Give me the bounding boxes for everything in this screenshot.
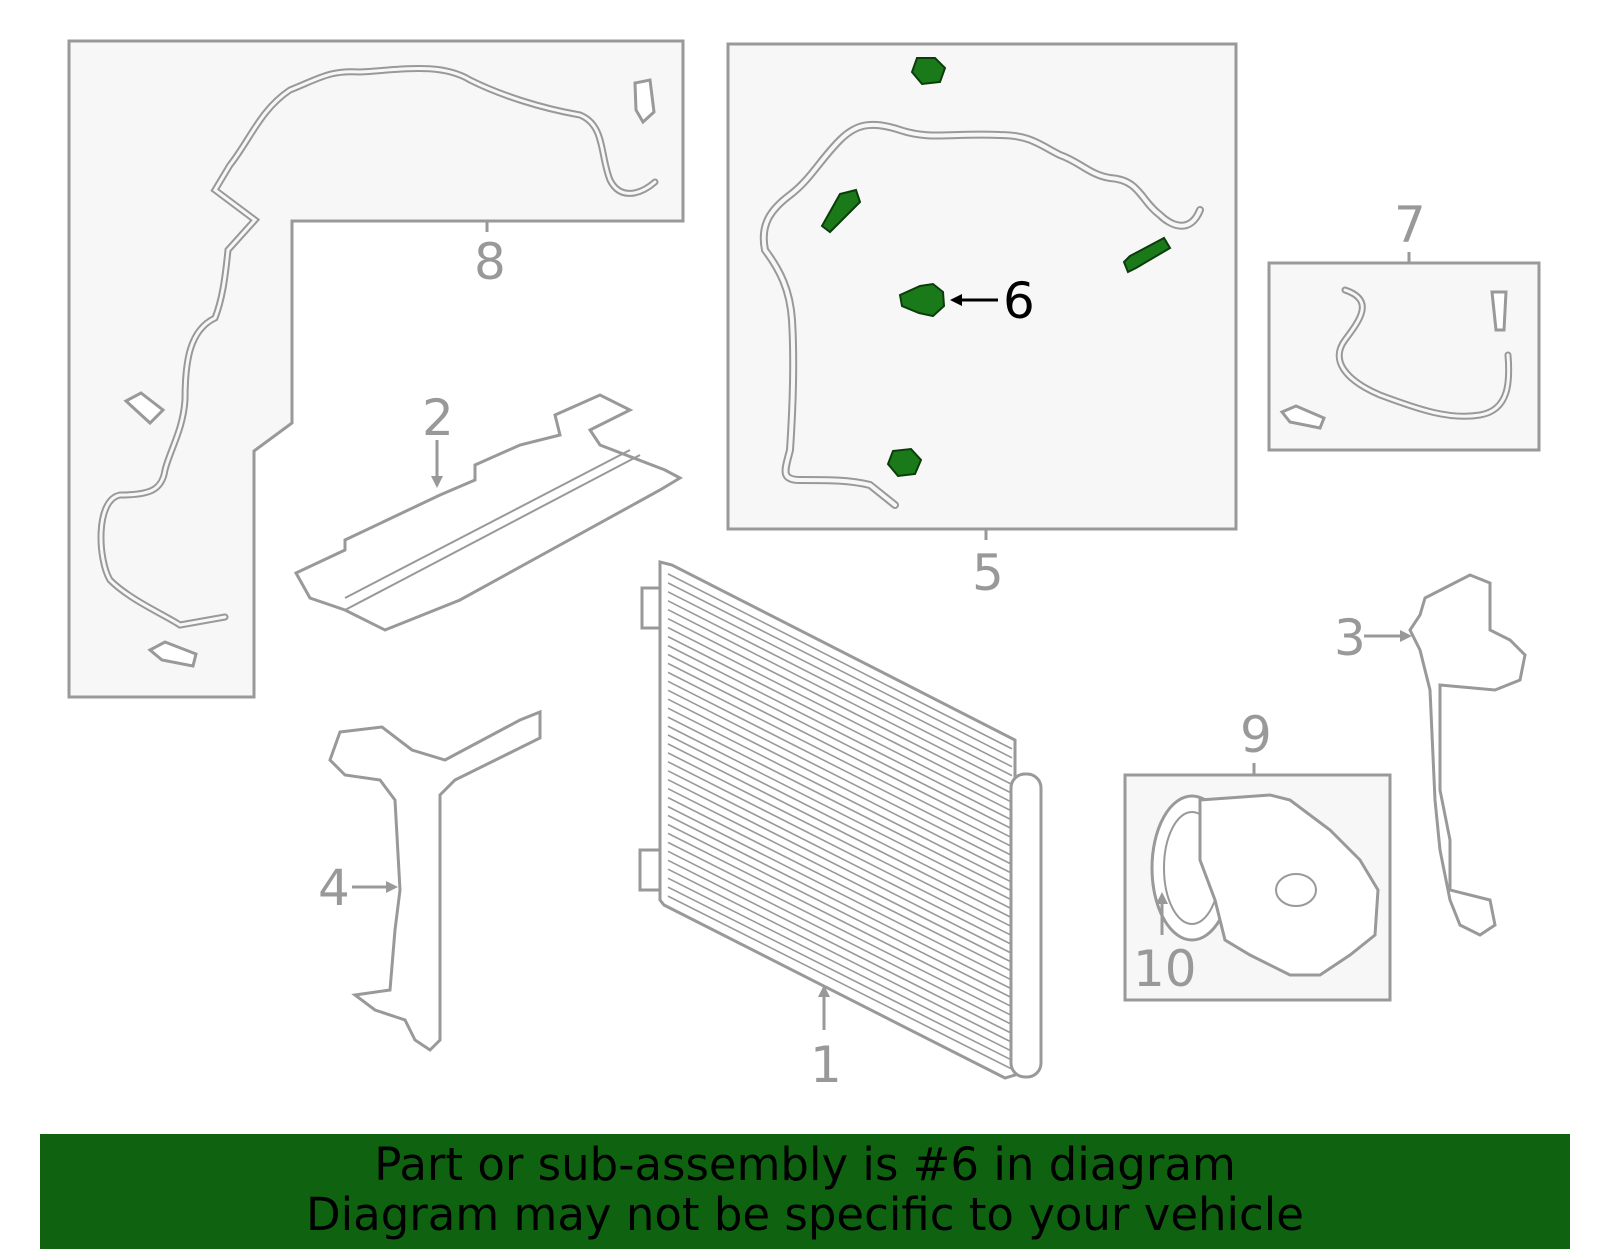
condenser-fin-line [667,707,1013,884]
callout-6: 6 [1003,272,1035,330]
callout-1: 1 [810,1036,842,1094]
condenser-fin-line [667,635,1013,812]
condenser-fin-line [667,689,1013,866]
condenser-fin-line [667,868,1013,1044]
condenser-fin-line [667,725,1013,901]
condenser-fin-line [667,850,1013,1026]
callout-2: 2 [422,389,454,447]
condenser-fin-line [667,778,1013,955]
notice-line-1: Part or sub-assembly is #6 in diagram [374,1138,1236,1191]
part-2-shield [293,393,684,632]
condenser-fin-line [667,805,1013,981]
condenser-fin-line [667,841,1013,1017]
part-5-nut-bottom-icon [886,447,923,478]
condenser-fin-line [667,600,1013,777]
condenser-fin-line [667,617,1013,795]
condenser-fin-line [667,698,1013,875]
callout-5: 5 [972,544,1004,602]
callout-10: 10 [1133,940,1197,998]
condenser-fin-line [667,662,1013,839]
part-5-box [726,42,1238,531]
part-8-clip-icon [633,78,656,125]
condenser-fin-line [667,770,1013,946]
condenser-fin-line [667,671,1013,848]
part-5-group: 6 5 [726,42,1238,602]
part-8-sensor-icon [123,391,166,426]
callout-4: 4 [318,859,350,917]
condenser-fin-line [667,859,1013,1035]
part-8-group: 8 [67,39,685,699]
callout-7: 7 [1394,196,1426,254]
callout-8: 8 [474,233,506,291]
part-8-box [67,39,685,699]
part-1-fins [667,573,1013,1070]
condenser-fin-line [667,716,1013,892]
part-4-bracket [328,709,542,1052]
part-8-bolt-icon [147,640,198,668]
condenser-fin-line [667,608,1013,786]
part-5-bolt-right-icon [1122,236,1172,274]
callout-3: 3 [1334,609,1366,667]
condenser-fin-line [667,680,1013,857]
part-3-bracket [1408,573,1527,937]
condenser-fin-line [667,626,1013,804]
part-2-group: 2 [293,389,684,632]
part-4-group: 4 [318,709,542,1052]
notice-banner: Part or sub-assembly is #6 in diagram Di… [40,1134,1570,1249]
condenser-fin-line [667,761,1013,937]
condenser-fin-line [667,877,1013,1053]
part-6-valve-icon [898,282,946,318]
callout-9: 9 [1240,706,1272,764]
condenser-fin-line [667,743,1013,919]
condenser-fin-line [667,591,1013,768]
condenser-fin-line [667,653,1013,830]
part-7-screw-icon [1279,404,1326,430]
condenser-fin-line [667,582,1013,759]
part-1-group: 1 [638,560,1043,1094]
condenser-fin-line [667,832,1013,1008]
condenser-fin-line [667,823,1013,999]
condenser-fin-line [667,895,1013,1070]
part-3-group: 3 [1334,573,1527,937]
condenser-fin-line [667,886,1013,1061]
notice-line-2: Diagram may not be specific to your vehi… [306,1188,1304,1241]
condenser-fin-line [667,796,1013,973]
condenser-fin-line [667,573,1013,750]
part-1-receiver-drier [1009,772,1043,1079]
condenser-fin-line [667,644,1013,821]
part-7-group: 7 [1267,196,1541,452]
condenser-fin-line [667,752,1013,928]
part-7-bolt-icon [1490,290,1508,332]
condenser-fin-line [667,814,1013,990]
part-9-group: 9 10 [1123,706,1392,1002]
condenser-fin-line [667,787,1013,964]
part-5-nut-top-icon [910,57,947,86]
condenser-fin-line [667,734,1013,910]
part-5-bolt-left-icon [820,188,862,234]
